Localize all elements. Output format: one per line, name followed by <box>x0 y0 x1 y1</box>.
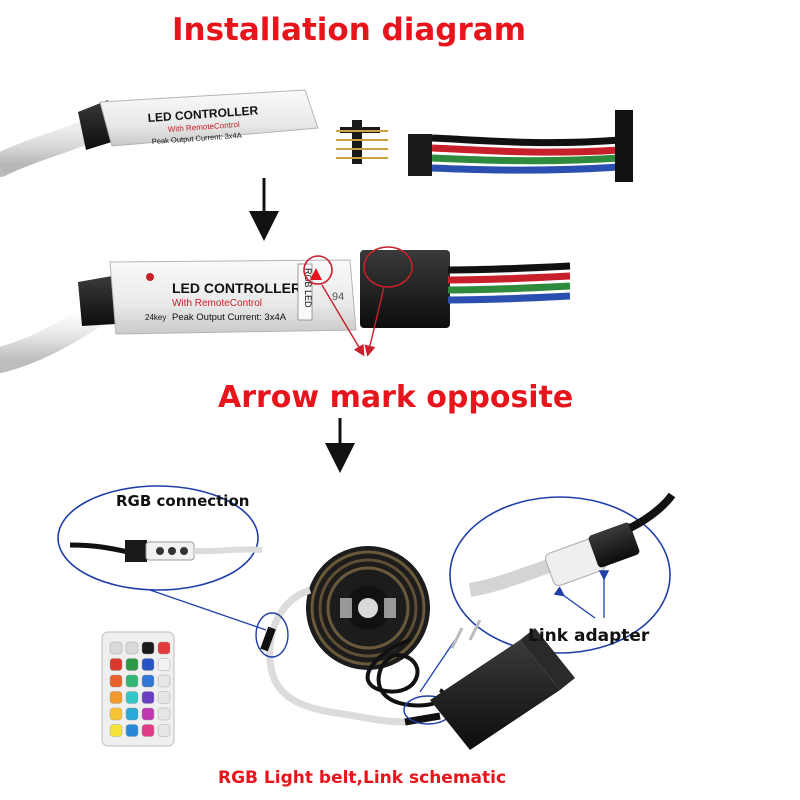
remote-button <box>157 641 171 655</box>
step1-controller-body <box>99 89 319 147</box>
step1-four-pin-connector <box>336 120 388 164</box>
remote-button <box>141 674 155 688</box>
remote-button <box>109 641 123 655</box>
step2-red-pointer-left <box>321 284 365 357</box>
rgb-connection-callout <box>57 485 259 591</box>
remote-button <box>109 658 123 671</box>
remote-button <box>125 691 139 704</box>
link-adapter-callout <box>449 496 671 654</box>
callout-right-pointer-1 <box>553 586 596 619</box>
step2-red-dot-icon <box>146 273 154 281</box>
remote-button <box>125 658 139 671</box>
remote-button <box>157 724 171 737</box>
remote-button <box>157 691 171 704</box>
callout-connector <box>125 540 147 562</box>
remote-button <box>157 658 171 671</box>
remote-button <box>141 691 155 704</box>
remote-button <box>109 707 123 721</box>
power-adapter <box>430 619 575 750</box>
rgb-connection-label: RGB connection <box>116 492 250 510</box>
step1-wire-bundle <box>408 110 633 182</box>
step2-red-pointer-right <box>364 286 385 357</box>
remote-button <box>141 707 155 721</box>
step2-pin-label: 94 <box>332 291 344 303</box>
ir-remote <box>101 631 175 747</box>
dc-jack-male <box>588 522 640 568</box>
remote-button <box>141 641 155 655</box>
led-strip-reel <box>306 546 430 670</box>
step2-black-endcap <box>78 276 116 326</box>
strip-highlight-circle <box>255 612 289 658</box>
link-adapter-label: Link adapter <box>528 626 650 646</box>
remote-button <box>109 691 123 704</box>
remote-button <box>141 658 155 671</box>
remote-button <box>125 641 139 655</box>
step2-controller-subtitle: With RemoteControl <box>172 298 262 309</box>
callout-right-leader <box>419 639 456 693</box>
step2-controller-output: Peak Output Current: 3x4A <box>172 312 287 323</box>
adapter-black-cord <box>365 638 446 708</box>
step2-female-connector <box>360 250 450 328</box>
led-strip-wire <box>266 586 406 726</box>
step2-highlight-circle-right <box>363 246 413 288</box>
remote-button <box>125 724 139 737</box>
schematic-caption: RGB Light belt,Link schematic <box>218 768 507 788</box>
step2-keys-label: 24key <box>145 313 166 322</box>
remote-button <box>125 674 139 688</box>
step2-controller-body <box>109 259 357 335</box>
diagram-title: Installation diagram <box>172 12 527 48</box>
callout-left-leader <box>149 589 267 631</box>
remote-button <box>157 674 171 688</box>
strip-black-connector <box>260 626 276 652</box>
arrow-mark-caption: Arrow mark opposite <box>218 380 574 415</box>
step2-controller-name: LED CONTROLLER <box>172 280 301 296</box>
step2-rgb-led-label: RGB LED <box>303 268 313 308</box>
remote-button <box>157 707 171 721</box>
remote-button <box>141 724 155 737</box>
step2-controller-group: LED CONTROLLER With RemoteControl Peak O… <box>0 246 571 373</box>
remote-button <box>109 724 123 737</box>
schematic-group <box>57 485 676 750</box>
step2-highlight-circle-left <box>303 255 333 285</box>
remote-button <box>109 674 123 688</box>
remote-button <box>125 707 139 721</box>
step2-arrow-mark-controller-icon <box>310 268 322 280</box>
step1-controller-group: LED CONTROLLER With RemoteControl Peak O… <box>0 89 633 182</box>
